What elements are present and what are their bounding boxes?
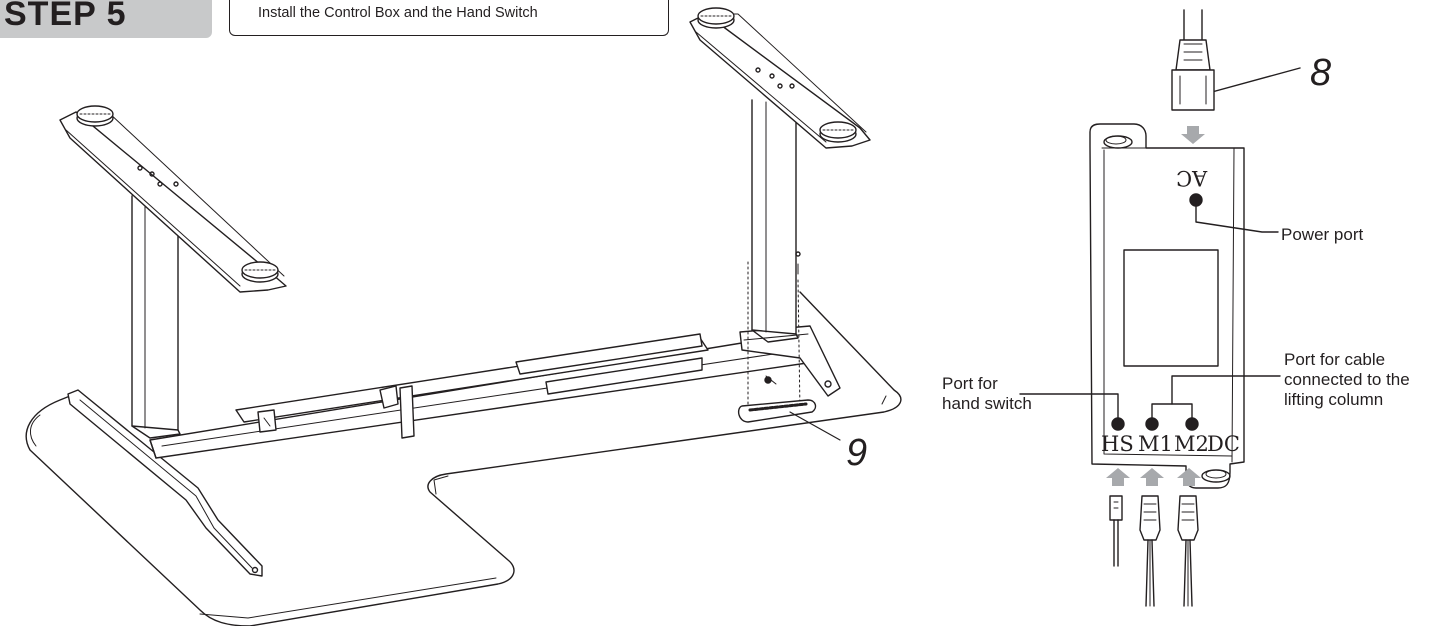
left-lifting-column (59, 105, 287, 439)
column-port-line-1: Port for cable (1284, 350, 1386, 369)
port-dc-label: DC (1207, 432, 1240, 456)
hand-switch-port-line-1: Port for (942, 374, 998, 393)
hand-switch (737, 375, 841, 441)
callout-hand-switch: 9 (846, 432, 868, 474)
step-label: STEP 5 (4, 0, 127, 33)
port-m2-label: M2 (1174, 432, 1209, 456)
column-port-line-3: lifting column (1284, 390, 1384, 409)
power-port-label: Power port (1281, 225, 1364, 244)
port-hs-label: HS (1101, 432, 1134, 456)
step-badge: STEP 5 (0, 0, 212, 38)
step-title: Install the Control Box and the Hand Swi… (229, 0, 669, 36)
right-foot-bracket (739, 325, 841, 397)
column-port-label: Port for cable connected to the lifting … (1284, 350, 1410, 410)
right-lifting-column (689, 7, 871, 413)
callout-control-box: 8 (1310, 52, 1332, 94)
ac-port-label: AC (1176, 166, 1208, 190)
desk-top (25, 291, 902, 626)
control-box (1089, 123, 1245, 489)
bottom-connectors (1109, 495, 1199, 607)
hand-switch-port-label: Port for hand switch (942, 374, 1032, 414)
port-m1-label: M1 (1138, 432, 1173, 456)
insert-arrows (1106, 126, 1205, 486)
hand-switch-port-line-2: hand switch (942, 394, 1032, 413)
ac-power-plug (1171, 9, 1215, 111)
column-port-line-2: connected to the (1284, 370, 1410, 389)
frame-crossbeam (149, 333, 815, 459)
